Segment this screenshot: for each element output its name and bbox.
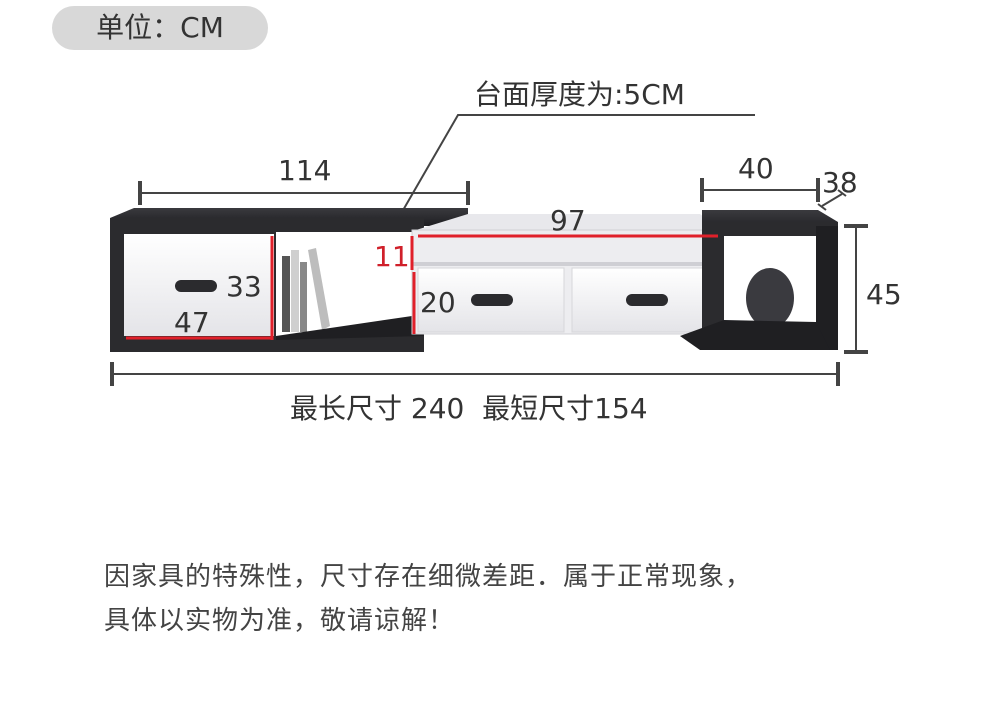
depth-tick-b [837, 189, 847, 197]
top-thickness-label: 台面厚度为:5CM [474, 78, 685, 111]
middle-top-panel [416, 214, 720, 230]
size-range-label: 最长尺寸 240 最短尺寸154 [290, 392, 648, 425]
left-drawer-height-label: 33 [226, 270, 262, 303]
thickness-leader-line [401, 114, 755, 213]
left-open-shelf [276, 232, 416, 336]
disclaimer-line-1: 因家具的特殊性，尺寸存在细微差距．属于正常现象， [104, 562, 753, 592]
depth-tick-a [817, 203, 827, 211]
shelf-base-left [276, 316, 424, 340]
left-drawer-handle [175, 280, 217, 292]
disclaimer-line-2: 具体以实物为准，敬请谅解！ [104, 606, 456, 636]
book-4 [308, 248, 330, 330]
middle-width-label: 97 [550, 204, 586, 237]
right-cabinet [680, 210, 838, 350]
overall-height-label: 45 [866, 278, 902, 311]
middle-drawer-left-handle [471, 294, 513, 306]
left-width-label: 114 [278, 154, 331, 187]
shelf-base-right [680, 320, 830, 350]
book-3 [300, 262, 307, 332]
book-1 [282, 256, 290, 332]
unit-badge: 单位：CM [52, 6, 268, 50]
depth-dimension-line [821, 193, 843, 207]
depth-label: 38 [822, 166, 858, 199]
right-side-panel [816, 226, 838, 350]
middle-cabinet [411, 214, 725, 335]
decor-vase [746, 268, 794, 328]
book-2 [291, 250, 299, 332]
middle-drawer-height-label: 20 [420, 286, 456, 319]
middle-drawer-right-handle [626, 294, 668, 306]
left-drawer-width-label: 47 [174, 306, 210, 339]
right-width-label: 40 [738, 152, 774, 185]
middle-divider-shelf [412, 262, 724, 266]
left-cabinet [110, 208, 468, 352]
top-gap-label: 11 [374, 240, 410, 273]
